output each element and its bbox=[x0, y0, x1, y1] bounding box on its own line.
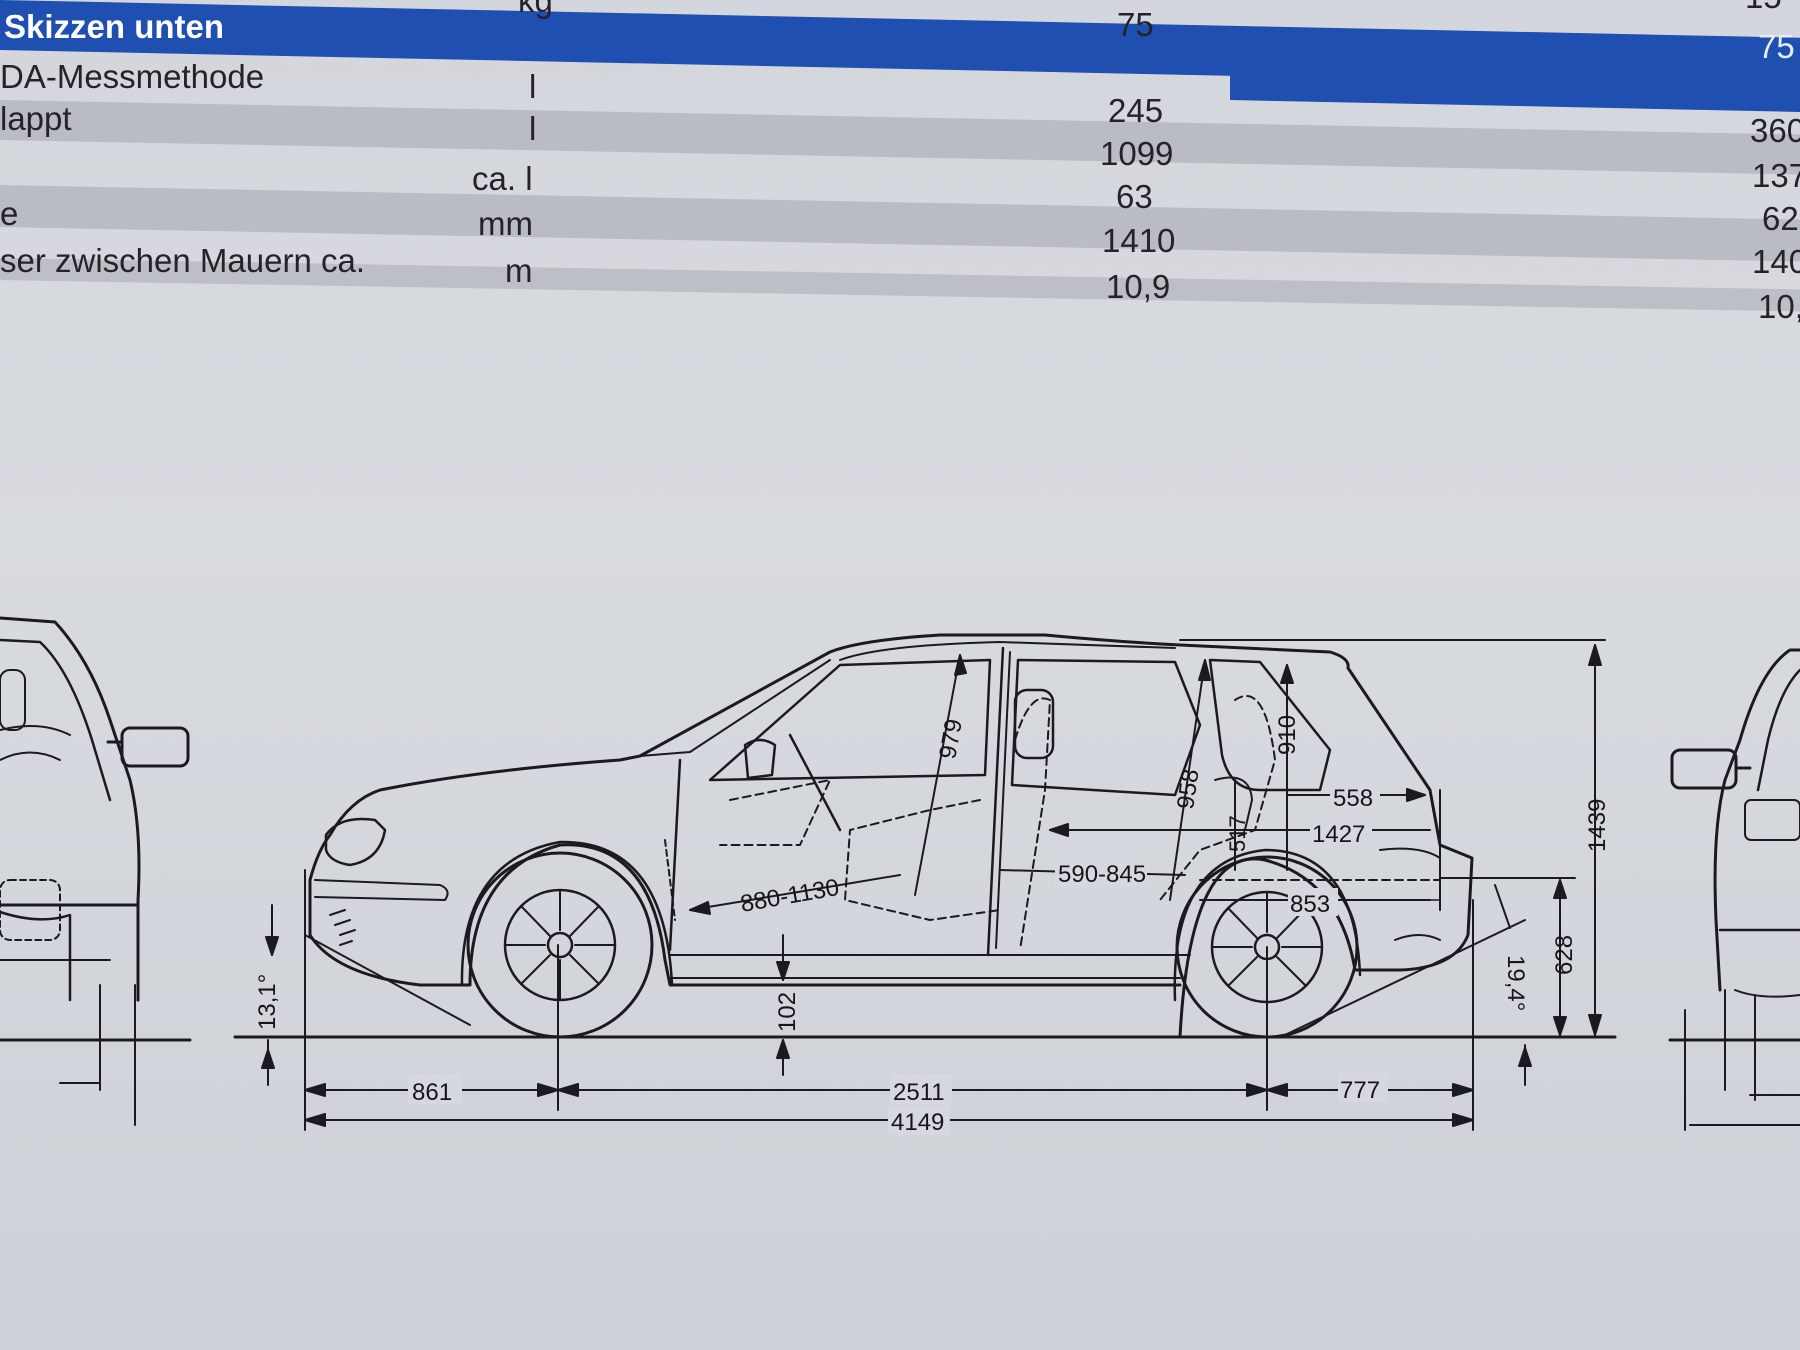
label-front-headroom: 979 bbox=[934, 717, 968, 761]
table-header-value: 75 bbox=[1117, 6, 1154, 43]
label-height: 1439 bbox=[1584, 799, 1611, 852]
table-row-value: 10,9 bbox=[1106, 268, 1171, 305]
label-rear-overhang: 777 bbox=[1340, 1077, 1380, 1104]
label-front-overhang: 861 bbox=[412, 1079, 452, 1106]
table-row-value: 1410 bbox=[1102, 222, 1176, 259]
table-row-value: 63 bbox=[1116, 178, 1153, 215]
table-row-value-right: 140 bbox=[1752, 243, 1800, 280]
label-rear-loading-height: 628 bbox=[1551, 935, 1578, 975]
table-row-label: DA-Messmethode bbox=[0, 58, 265, 95]
label-ground-clearance: 102 bbox=[774, 992, 801, 1032]
label-trunk-length-mid: 1427 bbox=[1312, 821, 1365, 848]
table-header-unit: kg bbox=[518, 0, 553, 19]
mirror-icon bbox=[1670, 748, 1738, 790]
side-view-body bbox=[233, 633, 1617, 1039]
table-row-value: 245 bbox=[1108, 92, 1164, 129]
table-top-right-fragment: 15 bbox=[1745, 0, 1782, 16]
label-rear-headroom: 958 bbox=[1172, 767, 1204, 810]
table-row-unit: m bbox=[505, 252, 533, 289]
table-row-unit: mm bbox=[478, 205, 533, 242]
label-trunk-length-top: 558 bbox=[1333, 785, 1373, 812]
table-row-value-right: 62 bbox=[1762, 200, 1799, 237]
table-row-value-right: 360 bbox=[1750, 112, 1800, 149]
table-row-unit: l bbox=[529, 110, 537, 147]
table-header-label: Skizzen unten bbox=[4, 8, 225, 45]
mirror-icon bbox=[120, 726, 190, 768]
table-row-label: e bbox=[0, 195, 19, 232]
label-front-legroom: 880-1130 bbox=[738, 874, 841, 918]
label-departure-angle: 19,4° bbox=[1502, 955, 1529, 1011]
label-rear-legroom: 590-845 bbox=[1058, 861, 1146, 888]
table-row-label: lappt bbox=[0, 100, 72, 137]
front-view-partial bbox=[0, 616, 192, 1126]
table-row-unit: l bbox=[529, 68, 537, 105]
front-wheel bbox=[466, 851, 654, 1039]
table-row-value-right: 10, bbox=[1758, 288, 1800, 325]
label-approach-angle: 13,1° bbox=[254, 974, 281, 1030]
table-row-label: ser zwischen Mauern ca. bbox=[0, 242, 365, 279]
table-header-value-right: 75 bbox=[1758, 28, 1795, 65]
label-overall-length: 4149 bbox=[891, 1109, 944, 1136]
rear-view-partial bbox=[1668, 648, 1800, 1131]
table-row-value: 1099 bbox=[1100, 135, 1174, 172]
label-wheelbase: 2511 bbox=[893, 1079, 945, 1106]
table-row-value-right: 137 bbox=[1752, 157, 1800, 194]
dimension-labels: 861 2511 777 4149 1439 628 102 13,1° 19,… bbox=[254, 715, 1611, 1136]
table-row-unit: ca. l bbox=[472, 160, 533, 197]
label-seat-height: 517 bbox=[1225, 815, 1250, 852]
label-trunk-length-floor: 853 bbox=[1290, 891, 1330, 918]
label-trunk-height: 910 bbox=[1274, 715, 1301, 755]
dimension-lines bbox=[261, 639, 1606, 1131]
